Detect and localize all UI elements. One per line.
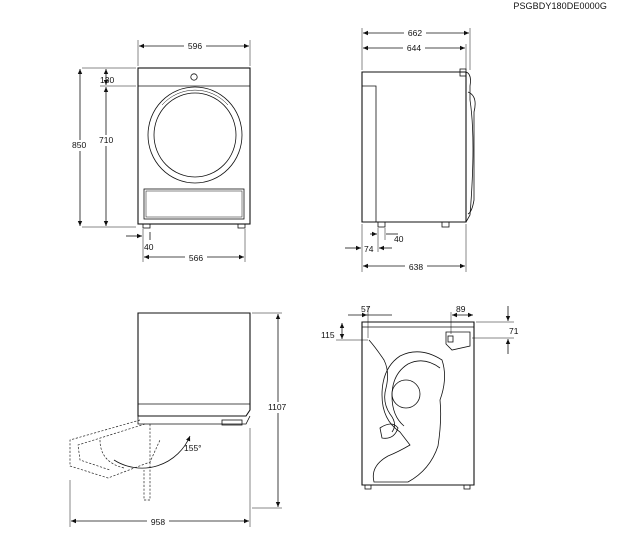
- side-depth-base-label: 638: [409, 262, 423, 272]
- side-knob: [459, 68, 467, 77]
- front-foot-offset-label: 40: [144, 242, 154, 252]
- side-depth-total-label: 662: [408, 28, 422, 38]
- side-foot-offset-label: 40: [394, 234, 404, 244]
- open-cabinet-outline: [137, 312, 251, 417]
- side-foot-front-label: 74: [364, 244, 374, 254]
- front-cabinet-outline: [137, 67, 251, 225]
- rear-cabinet-outline: [361, 321, 475, 486]
- rear-foot-left: [364, 484, 372, 490]
- side-door-profile: [465, 71, 474, 223]
- open-depth-label: 958: [151, 517, 165, 527]
- program-knob-icon: [190, 73, 198, 81]
- hose-top-right-label: 71: [509, 326, 519, 336]
- feet-span-label: 566: [189, 253, 203, 263]
- open-door-dashed-2: [77, 423, 146, 471]
- drain-hose: [368, 339, 395, 433]
- water-connector: [445, 331, 471, 351]
- front-view: 596 130 710 850 40 566: [72, 40, 251, 263]
- condenser-flap: [143, 188, 245, 220]
- door-angle-label: 155°: [184, 443, 202, 453]
- hose-top-left-label: 115: [321, 330, 335, 340]
- hose-right-label: 89: [456, 304, 466, 314]
- total-height-label: 850: [72, 140, 86, 150]
- rear-foot-right: [463, 484, 471, 490]
- side-rear-step: [361, 72, 377, 222]
- front-width-label: 596: [188, 41, 202, 51]
- model-code: PSGBDY180DE0000G: [513, 1, 607, 11]
- open-door-dashed-1: [69, 419, 161, 479]
- open-base-outline: [137, 415, 251, 425]
- door-inner-ring: [153, 92, 237, 178]
- side-view: 662 644 40 74 638: [345, 27, 476, 272]
- open-door-view: 155° 1107 958: [69, 312, 290, 527]
- open-height-label: 1107: [268, 402, 287, 412]
- open-door-dashed-3: [143, 424, 151, 501]
- rear-drum-inner: [391, 360, 441, 427]
- rear-view: 57 89 115 71: [321, 304, 519, 490]
- condenser-flap-inner: [145, 190, 243, 218]
- door-outer-ring: [147, 86, 243, 184]
- front-foot-right: [237, 223, 246, 229]
- hose-end-icon: [379, 423, 399, 439]
- side-foot-rear: [377, 221, 386, 228]
- open-foot: [221, 419, 243, 426]
- rear-drum-outline: [372, 351, 445, 483]
- rear-drum-hub: [391, 379, 421, 409]
- side-cabinet-outline: [361, 71, 467, 223]
- side-door-bulge: [467, 91, 476, 215]
- hose-left-label: 57: [361, 304, 371, 314]
- door-swing-arc: [113, 435, 191, 469]
- side-foot-front: [441, 221, 450, 228]
- top-height-label: 130: [100, 75, 114, 85]
- side-depth-body-label: 644: [407, 43, 421, 53]
- open-door-dashed-arc: [99, 439, 125, 469]
- door-height-label: 710: [99, 135, 113, 145]
- front-foot-left: [142, 223, 151, 229]
- door-highlight-arc: [161, 89, 229, 106]
